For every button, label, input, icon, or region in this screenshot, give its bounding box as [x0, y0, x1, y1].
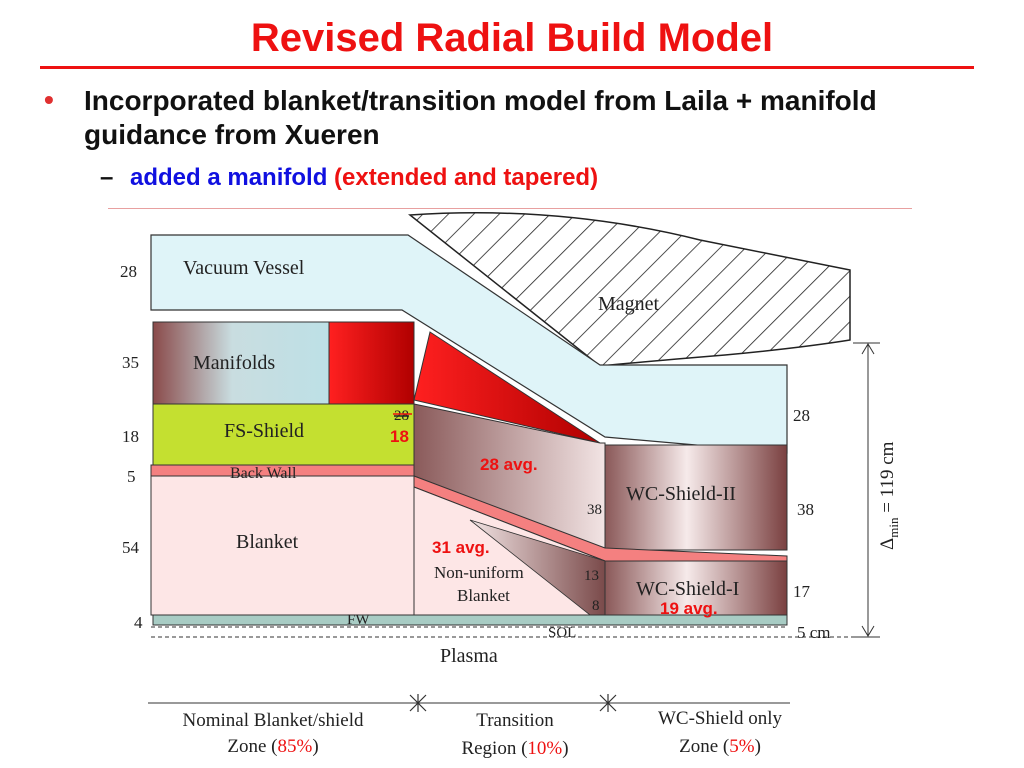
zone-2-subtitle: Region (10%): [461, 738, 568, 759]
avg-wc1: 19 avg.: [660, 599, 718, 618]
zone-2-pre: Region (: [461, 738, 527, 759]
label-fs-shield: FS-Shield: [224, 420, 304, 442]
delta-min-label: Δmin = 119 cm: [877, 441, 901, 550]
zone-1-title: Nominal Blanket/shield: [182, 710, 364, 731]
left-thickness-fs-shield: 18: [122, 427, 139, 446]
zone-1-pre: Zone (: [227, 736, 277, 757]
label-wc-shield-2: WC-Shield-II: [626, 483, 736, 505]
wc-left-thickness-38: 38: [587, 502, 602, 518]
right-thickness-sol: 5 cm: [797, 623, 831, 642]
label-magnet: Magnet: [598, 293, 660, 315]
zone-3-post: ): [755, 736, 761, 757]
label-non-uniform-blanket: Blanket: [457, 586, 510, 605]
zone-2-percent: 10%: [527, 738, 562, 759]
bullet-marker: •: [44, 84, 54, 115]
left-thickness-manifolds: 35: [122, 353, 139, 372]
non-uniform-thickness-13: 13: [584, 568, 599, 584]
label-blanket: Blanket: [236, 531, 299, 553]
left-thickness-fw: 4: [134, 613, 143, 632]
avg-wc2: 28 avg.: [480, 455, 538, 474]
right-thickness-vessel: 28: [793, 406, 810, 425]
delta-arrow-down: [861, 625, 875, 637]
zone-marker-right: [599, 694, 617, 712]
sub-bullet-dash: –: [100, 164, 114, 191]
wc-shield-1-layer: [604, 560, 788, 616]
struck-thickness-28: 28: [394, 408, 409, 424]
zone-3-title: WC-Shield only: [658, 708, 783, 729]
zone-2-title: Transition: [476, 710, 554, 731]
zone-1-subtitle: Zone (85%): [227, 736, 318, 757]
diagram-top-border: [108, 208, 912, 209]
left-thickness-blanket: 54: [122, 538, 140, 557]
label-manifolds: Manifolds: [193, 352, 275, 374]
sub-bullet-red: (extended and tapered): [334, 164, 599, 191]
zone-3-pre: Zone (: [679, 736, 729, 757]
page-title: Revised Radial Build Model: [250, 16, 774, 60]
label-vacuum-vessel: Vacuum Vessel: [183, 257, 305, 279]
label-plasma: Plasma: [440, 645, 498, 667]
new-fs-thickness-18: 18: [390, 427, 409, 446]
label-back-wall: Back Wall: [230, 465, 297, 482]
manifold-red-block: [328, 321, 415, 405]
right-thickness-wc-shield-2: 38: [797, 500, 814, 519]
delta-subscript: min: [886, 517, 901, 538]
left-thickness-back-wall: 5: [127, 467, 136, 486]
sub-bullet-text: added a manifold (extended and tapered): [130, 164, 598, 192]
delta-symbol: Δ: [877, 538, 898, 550]
zone-3-percent: 5%: [729, 736, 755, 757]
delta-arrow-up: [861, 343, 875, 355]
svg-text:Δmin = 119 cm: Δmin = 119 cm: [877, 441, 901, 550]
zone-marker-left: [409, 694, 427, 712]
label-sol: SOL: [548, 625, 576, 641]
magnet-region: [408, 212, 851, 367]
avg-nu: 31 avg.: [432, 538, 490, 557]
wc-shield-2-layer: [604, 444, 788, 551]
fs-shield-layer: [152, 403, 415, 466]
label-non-uniform: Non-uniform: [434, 563, 524, 582]
delta-value: = 119 cm: [877, 441, 898, 517]
right-thickness-wc-shield-1: 17: [793, 582, 811, 601]
sub-bullet-blue: added a manifold: [130, 164, 328, 191]
non-uniform-thickness-8: 8: [592, 598, 600, 614]
label-wc-shield-1: WC-Shield-I: [636, 578, 739, 600]
manifold-taper-wedge: [413, 331, 601, 444]
title-underline: [40, 66, 974, 69]
zone-1-percent: 85%: [277, 736, 312, 757]
first-wall-layer: [152, 614, 788, 626]
zone-3-subtitle: Zone (5%): [679, 736, 761, 757]
zone-2-post: ): [562, 738, 568, 759]
main-bullet-text: Incorporated blanket/transition model fr…: [84, 85, 877, 150]
left-thickness-vessel: 28: [120, 262, 137, 281]
label-fw: FW: [347, 612, 370, 628]
zone-1-post: ): [312, 736, 318, 757]
